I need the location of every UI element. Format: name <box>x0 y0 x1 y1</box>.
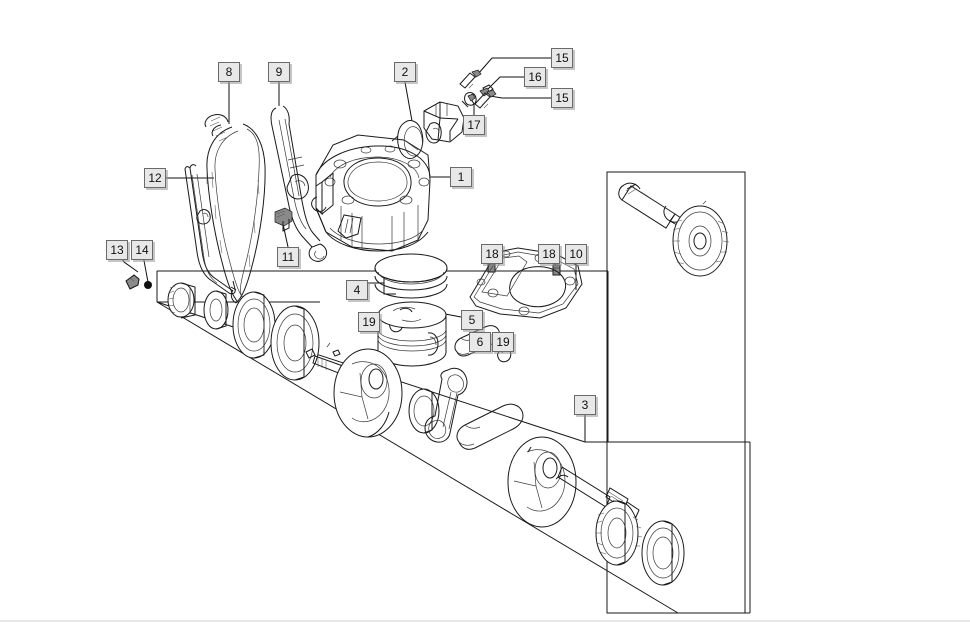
part-intake-insulator <box>397 101 465 160</box>
part-steel-ball <box>144 281 152 289</box>
callout-16[interactable]: 16 <box>524 67 546 87</box>
part-cylinder-block <box>311 134 431 252</box>
callout-9[interactable]: 9 <box>268 62 290 82</box>
part-tensioner-bolt <box>274 207 293 232</box>
crank-web-right <box>507 436 577 528</box>
callout-19-left[interactable]: 19 <box>358 312 380 332</box>
callout-8[interactable]: 8 <box>218 62 240 82</box>
callout-2[interactable]: 2 <box>394 62 416 82</box>
part-base-gasket <box>469 247 583 319</box>
crank-main-bearing-3 <box>641 520 685 586</box>
callout-6[interactable]: 6 <box>469 332 491 352</box>
balancer-shaft-box <box>606 171 746 614</box>
callout-13[interactable]: 13 <box>106 240 128 260</box>
connecting-rod <box>424 367 468 443</box>
callout-11[interactable]: 11 <box>277 247 299 267</box>
callout-4[interactable]: 4 <box>346 280 368 300</box>
part-chain-tensioner-blade <box>270 105 328 262</box>
callout-12[interactable]: 12 <box>144 168 166 188</box>
bottom-divider <box>0 620 970 622</box>
crank-primary-gear <box>167 282 196 319</box>
part-chain-guide-rail <box>184 164 237 295</box>
crank-output-gear <box>595 500 643 566</box>
part-small-fasteners <box>459 69 497 109</box>
crank-web-left <box>333 348 403 438</box>
callout-17[interactable]: 17 <box>463 115 485 135</box>
part-piston <box>377 301 447 367</box>
part-crankshaft-assembly <box>167 282 685 586</box>
part-balancer-shaft <box>618 182 730 277</box>
callout-15-upper[interactable]: 15 <box>551 48 573 68</box>
crank-rod-bearing <box>408 388 440 434</box>
callout-18-right[interactable]: 18 <box>538 244 560 264</box>
crank-spacer <box>203 290 229 330</box>
callout-3[interactable]: 3 <box>574 395 596 415</box>
callout-15-lower[interactable]: 15 <box>551 88 573 108</box>
callout-19-right[interactable]: 19 <box>492 332 514 352</box>
part-timing-chain <box>204 114 266 304</box>
callout-14[interactable]: 14 <box>131 240 153 260</box>
crank-pin <box>456 403 524 450</box>
part-piston-rings <box>374 253 448 299</box>
crank-main-bearing-1 <box>232 291 276 359</box>
callout-18-left[interactable]: 18 <box>481 244 503 264</box>
callout-5[interactable]: 5 <box>461 310 483 330</box>
part-woodruff-key <box>125 274 140 290</box>
callout-1[interactable]: 1 <box>450 167 472 187</box>
callout-10[interactable]: 10 <box>565 244 587 264</box>
crank-main-bearing-2 <box>270 305 320 381</box>
